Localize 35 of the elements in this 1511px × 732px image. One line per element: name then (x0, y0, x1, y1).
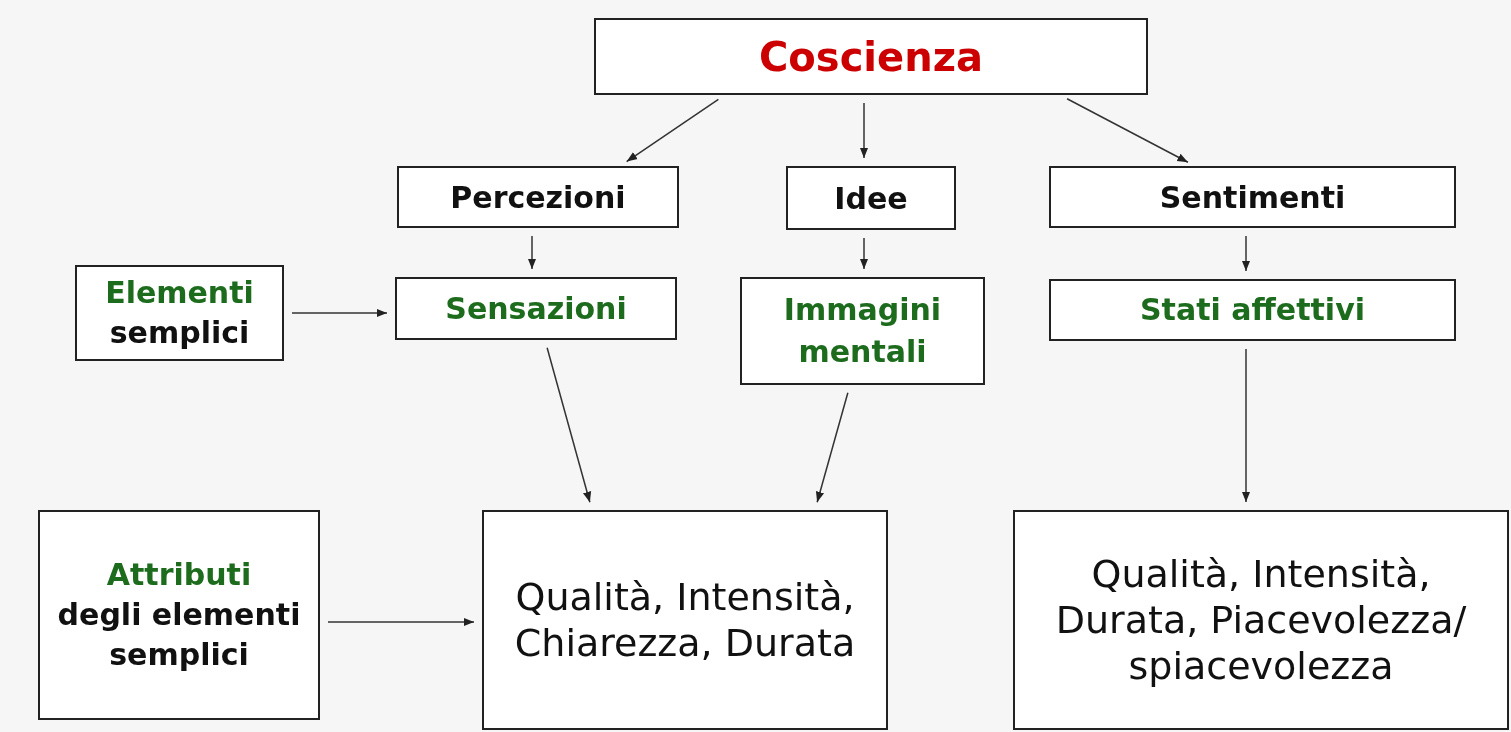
concept-box (594, 18, 1148, 95)
concept-box (38, 510, 320, 720)
arrow (815, 391, 849, 504)
node-label: degli elementi semplici (56, 596, 302, 674)
concept-box (1049, 166, 1456, 228)
node-label: Coscienza (759, 32, 983, 82)
node-label: Attributi (106, 556, 252, 594)
arrow (327, 617, 475, 627)
arrow (1241, 348, 1251, 503)
node-label: Qualità, Intensità, Chiarezza, Durata (513, 574, 857, 666)
arrow (859, 102, 869, 159)
arrow (291, 308, 388, 318)
node-label: Elementi (105, 274, 254, 312)
node-label: Percezioni (450, 178, 626, 217)
concept-box (1013, 510, 1509, 730)
concept-box (397, 166, 679, 228)
node-label: Sentimenti (1159, 178, 1346, 217)
concept-box (482, 510, 888, 730)
arrow (546, 346, 592, 504)
arrow (1241, 235, 1251, 272)
node-label: Sensazioni (445, 289, 627, 328)
arrow (1066, 97, 1189, 164)
concept-box (786, 166, 956, 230)
node-label: Qualità, Intensità, Durata, Piacevolezza/ spiacevolezza (1054, 551, 1468, 689)
concept-box (1049, 279, 1456, 341)
arrow (859, 237, 869, 270)
arrow (527, 235, 537, 270)
concept-box (395, 277, 677, 340)
node-label: Immagini mentali (782, 291, 943, 371)
node-label: Idee (834, 179, 908, 218)
node-label: semplici (109, 314, 250, 352)
concept-box (740, 277, 985, 385)
node-label: Stati affettivi (1140, 291, 1365, 329)
arrow (625, 98, 720, 163)
concept-box (75, 265, 284, 361)
